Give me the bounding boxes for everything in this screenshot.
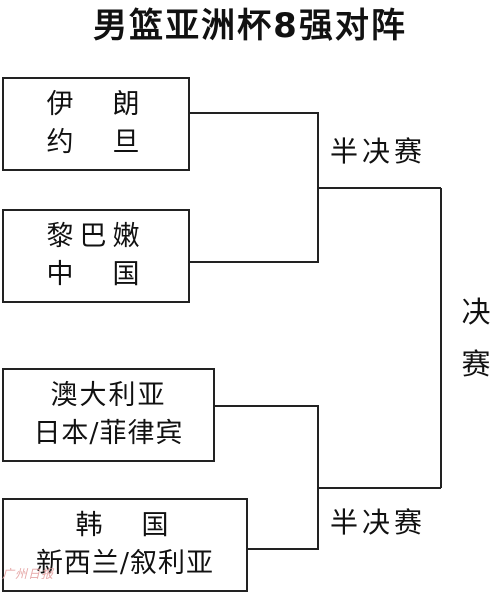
page-title: 男篮亚洲杯8强对阵 <box>93 6 407 46</box>
team-name: 中 国 <box>46 259 146 290</box>
semifinal-label-top: 半决赛 <box>330 135 427 168</box>
team-box-3: 澳大利亚 日本/菲律宾 <box>2 368 215 462</box>
team-name: 伊 朗 <box>46 89 146 120</box>
bracket-line-top-pair <box>189 112 319 263</box>
final-label-char-2: 赛 <box>461 347 491 381</box>
team-box-1: 伊 朗 约 旦 <box>2 77 190 171</box>
team-name: 黎巴嫩 <box>46 221 146 252</box>
final-label-char-1: 决 <box>461 295 491 329</box>
watermark: 广州日报 <box>2 567 55 581</box>
team-box-4: 韩 国 新西兰/叙利亚 <box>2 498 248 592</box>
team-box-2: 黎巴嫩 中 国 <box>2 209 190 303</box>
team-name: 约 旦 <box>46 127 146 158</box>
team-name: 澳大利亚 <box>50 380 167 411</box>
bracket-line-bottom-pair <box>214 405 319 550</box>
team-name: 日本/菲律宾 <box>33 418 184 449</box>
team-name: 韩 国 <box>75 510 175 541</box>
semifinal-label-bottom: 半决赛 <box>330 506 427 539</box>
team-name: 新西兰/叙利亚 <box>35 548 215 579</box>
